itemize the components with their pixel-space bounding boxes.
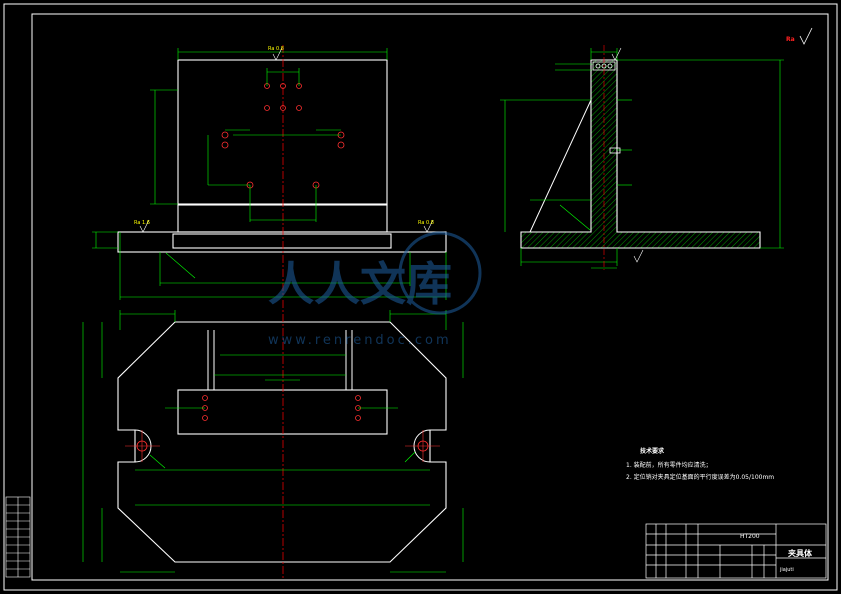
svg-text:Ra: Ra	[786, 36, 795, 43]
sheet-border-outer	[3, 3, 838, 591]
notes-item-1: 1. 装配前，所有零件均应清洗；	[626, 462, 712, 469]
svg-text:人人文库: 人人文库	[268, 257, 452, 311]
part-name: 夹具体	[788, 549, 812, 558]
title-block	[645, 523, 827, 579]
notes-item-2: 2. 定位销对夹具定位基面的平行度误差为0.05/100mm	[626, 474, 775, 481]
svg-text:www.renrendoc.com: www.renrendoc.com	[268, 333, 452, 348]
watermark: 人人文库 www.renrendoc.com	[268, 231, 482, 348]
top-view	[82, 300, 464, 580]
front-view: Ra 0.8 Ra 1.6 Ra 0.8	[92, 45, 447, 300]
side-section-view	[500, 45, 784, 270]
material-label: HT200	[740, 533, 760, 540]
general-roughness-symbol: Ra	[786, 27, 813, 45]
front-holes	[221, 83, 345, 189]
roughness-marks-front	[139, 47, 434, 233]
sheet-border-inner	[31, 13, 829, 581]
roughness-top-label: Ra 0.8	[268, 46, 284, 52]
binding-strip	[5, 496, 31, 578]
notes-title: 技术要求	[640, 448, 665, 455]
roughness-right-label: Ra 0.8	[418, 220, 434, 226]
roughness-left-label: Ra 1.6	[134, 220, 150, 226]
front-dimensions	[92, 48, 447, 300]
part-name-pinyin: jiajuti	[780, 567, 794, 573]
